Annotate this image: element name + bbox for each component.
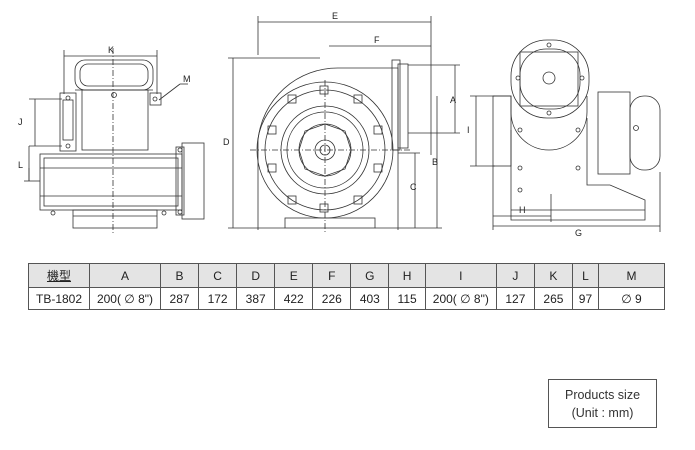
size-note-title: Products size xyxy=(564,388,641,402)
dim-label-i: I xyxy=(467,125,470,135)
header-l: L xyxy=(571,263,600,288)
products-size-note: Products size (Unit : mm) xyxy=(548,379,657,428)
header-b: B xyxy=(159,263,200,288)
cell-b: 287 xyxy=(159,287,200,310)
cell-k: 265 xyxy=(533,287,573,310)
cell-d: 387 xyxy=(236,287,276,310)
cell-g: 403 xyxy=(350,287,390,310)
dim-label-h: H xyxy=(519,205,526,215)
cell-c: 172 xyxy=(198,287,238,310)
header-h: H xyxy=(388,263,426,288)
header-e: E xyxy=(274,263,314,288)
cell-a: 200( ∅ 8") xyxy=(89,287,161,310)
header-c: C xyxy=(198,263,238,288)
header-i: I xyxy=(424,263,497,288)
dim-label-k: K xyxy=(108,45,114,55)
dim-label-a: A xyxy=(450,95,456,105)
header-k: K xyxy=(533,263,573,288)
dim-label-b: B xyxy=(432,157,438,167)
table-row: TB-1802 200( ∅ 8") 287 172 387 422 226 4… xyxy=(28,287,665,310)
dim-label-f: F xyxy=(374,35,380,45)
header-m: M xyxy=(598,263,665,288)
dim-label-e: E xyxy=(332,11,338,21)
header-f: F xyxy=(312,263,352,288)
dim-label-j: J xyxy=(18,117,23,127)
cell-i: 200( ∅ 8") xyxy=(424,287,497,310)
cell-h: 115 xyxy=(388,287,426,310)
dim-label-m: M xyxy=(183,74,191,84)
header-g: G xyxy=(350,263,390,288)
cell-e: 422 xyxy=(274,287,314,310)
dim-label-l: L xyxy=(18,160,23,170)
cell-j: 127 xyxy=(495,287,535,310)
header-j: J xyxy=(495,263,535,288)
end-view xyxy=(470,39,661,232)
front-view xyxy=(24,48,205,235)
header-model: 機型 xyxy=(28,263,90,288)
dim-label-d: D xyxy=(223,137,230,147)
cell-model: TB-1802 xyxy=(28,287,90,310)
side-view xyxy=(228,16,460,232)
dim-label-g: G xyxy=(575,228,582,238)
dim-label-c: C xyxy=(410,182,417,192)
blower-dimension-drawing: K M J L E F D A B C I H G xyxy=(18,11,661,238)
size-note-unit: (Unit : mm) xyxy=(571,406,634,420)
spec-table-header-row: 機型 A B C D E F G H I J K L M xyxy=(28,263,665,288)
header-d: D xyxy=(236,263,276,288)
cell-m: ∅ 9 xyxy=(598,287,665,310)
cell-l: 97 xyxy=(571,287,600,310)
spec-table: 機型 A B C D E F G H I J K L M TB-1802 200… xyxy=(28,263,665,310)
header-a: A xyxy=(89,263,161,288)
cell-f: 226 xyxy=(312,287,352,310)
